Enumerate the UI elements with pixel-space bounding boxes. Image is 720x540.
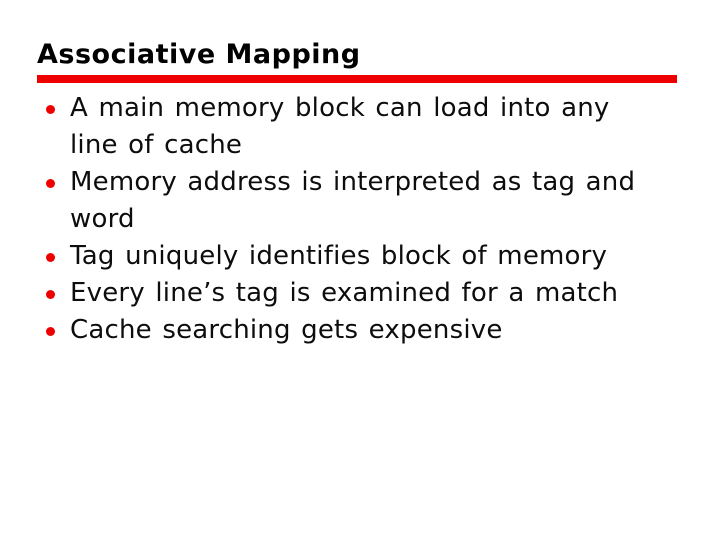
title-underline-bar <box>37 75 677 83</box>
list-item: A main memory block can load into any li… <box>37 90 682 164</box>
bullet-icon <box>46 179 55 188</box>
bullet-text-line: Tag uniquely identifies block of memory <box>70 241 608 271</box>
bullet-icon <box>46 290 55 299</box>
list-item: Memory address is interpreted as tag and… <box>37 164 682 238</box>
list-item: Every line’s tag is examined for a match <box>37 275 682 312</box>
bullet-text-line: word <box>70 204 135 234</box>
list-item: Cache searching gets expensive <box>37 312 682 349</box>
list-item: Tag uniquely identifies block of memory <box>37 238 682 275</box>
bullet-text-line: Every line’s tag is examined for a match <box>70 278 619 308</box>
bullet-text-line: line of cache <box>70 130 243 160</box>
slide-title: Associative Mapping <box>37 39 361 70</box>
bullet-icon <box>46 327 55 336</box>
bullet-text-line: A main memory block can load into any <box>70 93 610 123</box>
bullet-text-line: Cache searching gets expensive <box>70 315 503 345</box>
bullet-text-line: Memory address is interpreted as tag and <box>70 167 636 197</box>
bullet-icon <box>46 105 55 114</box>
bullet-icon <box>46 253 55 262</box>
bullet-list: A main memory block can load into any li… <box>37 83 682 349</box>
